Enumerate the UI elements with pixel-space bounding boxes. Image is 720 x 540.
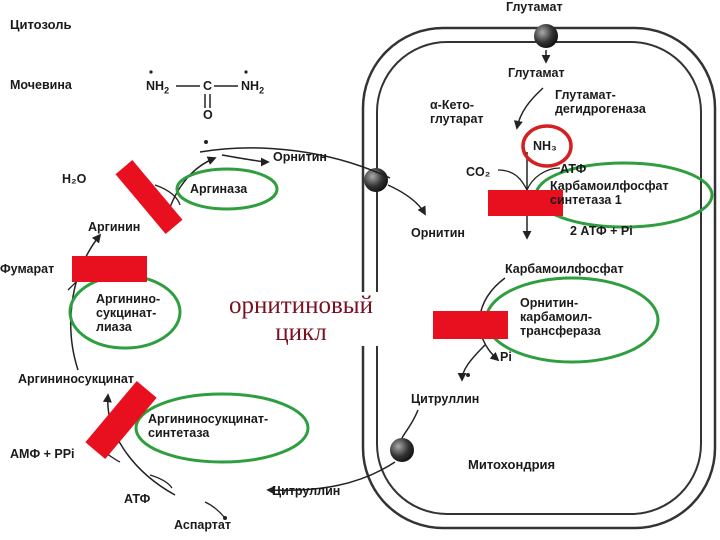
- ass-block-marker: [85, 381, 157, 459]
- aspartate-label: Аспартат: [174, 518, 231, 532]
- arginase-label: Аргиназа: [190, 182, 248, 196]
- dot: [223, 516, 227, 520]
- ketoglutarate-label: α-Кето- глутарат: [430, 98, 484, 126]
- cps1-label: Карбамоилфосфат синтетаза 1: [550, 179, 669, 207]
- aspartate-branch: [204, 501, 226, 519]
- gdh-label: Глутамат- дегидрогеназа: [555, 88, 646, 116]
- ass-highlight: [134, 392, 310, 464]
- ass-label: Аргининосукцинат- синтетаза: [148, 412, 269, 440]
- cyto-citrulline-label: Цитруллин: [272, 484, 341, 498]
- urea-label: Мочевина: [10, 78, 72, 92]
- urea-nh: NH: [146, 79, 165, 93]
- atp-in-label: АТФ: [560, 162, 587, 176]
- argininosuccinate-label: Аргининосукцинат: [18, 372, 134, 386]
- urea-sub: 2: [259, 85, 265, 96]
- dot: [204, 140, 208, 144]
- glutamate-transporter-icon: [534, 24, 558, 48]
- ammonia-highlight: [521, 124, 573, 168]
- asl-label: Аргинино- сукцинат- лиаза: [96, 292, 161, 334]
- mito-ornithine-label: Орнитин: [411, 226, 465, 240]
- adp-label: 2 АТФ + Pi: [570, 224, 633, 238]
- cyto-ornithine-label: Орнитин: [273, 150, 327, 164]
- cycle-title: орнитиновый цикл: [186, 292, 416, 346]
- pi-label: Pi: [500, 350, 512, 364]
- dot: [244, 70, 248, 74]
- mitochondrion-label: Митохондрия: [468, 457, 556, 472]
- co2-branch: [497, 169, 528, 191]
- water-arrow: [154, 184, 181, 206]
- mitochondrion-inner-membrane: [376, 41, 702, 515]
- carbamoyl-phosphate-label: Карбамоилфосфат: [505, 262, 624, 276]
- glutamate-top-label: Глутамат: [506, 0, 563, 14]
- fumarate-block-marker: [72, 256, 147, 282]
- ass-arc: [102, 393, 176, 496]
- arginase-highlight: [175, 167, 279, 211]
- otc-to-citrulline: [457, 344, 486, 382]
- mitochondrion-outer-membrane: [361, 26, 717, 530]
- atp-label: АТФ: [124, 492, 151, 506]
- urea-formula-nh2-right: NH2: [241, 79, 264, 98]
- arginine-label: Аргинин: [88, 220, 141, 234]
- co2-label: CO₂: [466, 165, 491, 179]
- citrulline-transporter-icon: [390, 438, 414, 462]
- cycle-arc-top: [199, 147, 391, 179]
- otc-label: Орнитин- карбамоил- трансфераза: [520, 296, 601, 338]
- urea-oxygen: O: [203, 108, 213, 122]
- arginase-block-marker: [115, 160, 183, 234]
- glutamate-label: Глутамат: [508, 66, 565, 80]
- citrulline-from-mito: [266, 461, 396, 495]
- dot: [149, 70, 153, 74]
- cps1-block-marker: [488, 190, 563, 216]
- ornithine-import-arrow: [387, 184, 426, 216]
- gdh-arrow: [513, 87, 544, 130]
- citrulline-export-arrow: [401, 409, 419, 439]
- urea-carbon: C: [203, 79, 213, 93]
- fumarate-label: Фумарат: [0, 262, 55, 276]
- cytosol-label: Цитозоль: [10, 17, 72, 32]
- nh3-label: NH₃: [533, 139, 557, 153]
- mito-citrulline-label: Цитруллин: [411, 392, 480, 406]
- urea-sub: 2: [164, 85, 170, 96]
- h2o-label: H₂O: [62, 172, 87, 186]
- atp-branch: [526, 167, 561, 191]
- amp-label: АМФ + PPi: [10, 447, 75, 461]
- dot: [466, 373, 470, 377]
- otc-block-marker: [433, 311, 508, 339]
- urea-formula-nh2-left: NH2: [146, 79, 169, 98]
- urea-nh: NH: [241, 79, 260, 93]
- atp-branch-cyt: [149, 474, 173, 489]
- ornithine-to-mito: [221, 154, 270, 167]
